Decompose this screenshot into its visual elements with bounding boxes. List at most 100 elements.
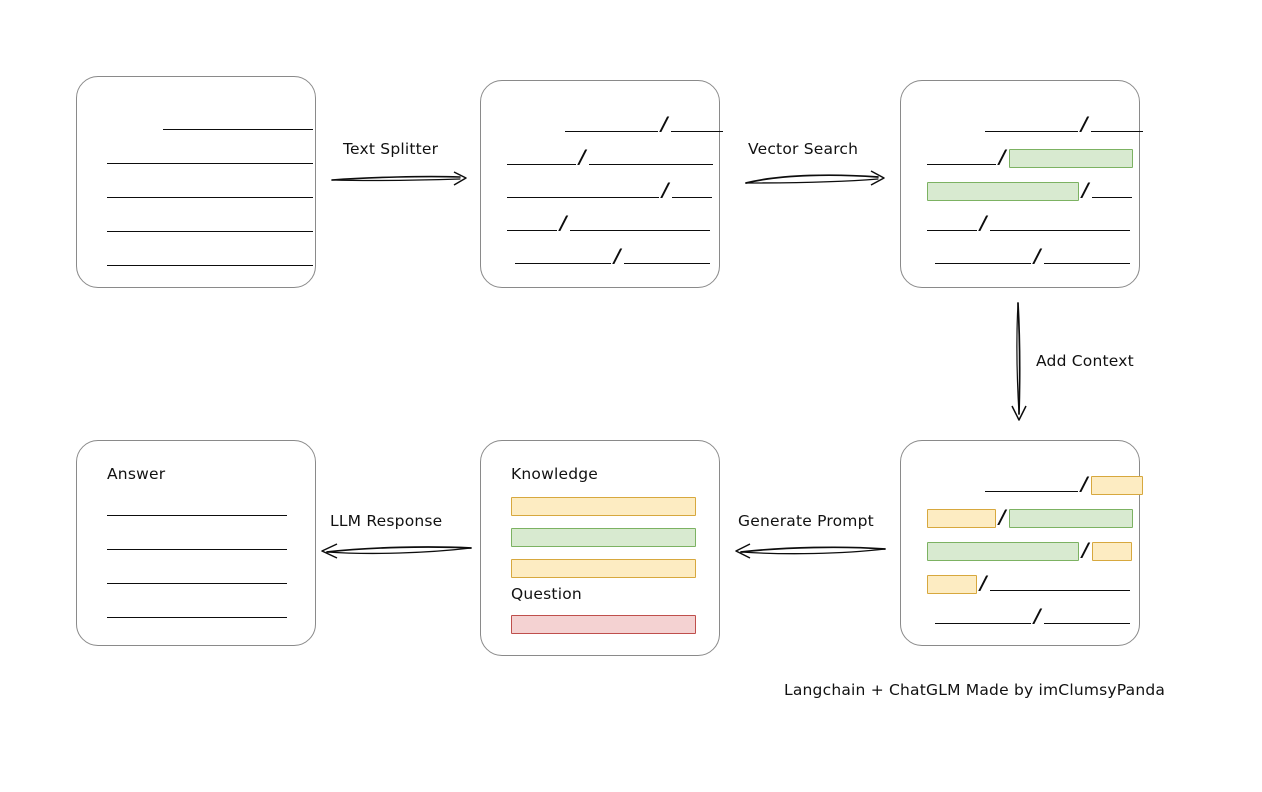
text-line-segment <box>1090 131 1143 132</box>
arrow-text-splitter-label: Text Splitter <box>343 140 439 158</box>
highlighted-chunk-yellow <box>927 508 996 528</box>
text-line-segment <box>507 164 576 165</box>
text-line-segment <box>107 163 313 164</box>
arrow-llm-response-label: LLM Response <box>330 512 443 530</box>
text-row: / <box>927 211 1130 234</box>
text-row: / <box>927 604 1130 627</box>
text-row: / <box>927 244 1130 267</box>
chunk-separator-slash: / <box>579 145 586 168</box>
arrow-llm-response: LLM Response <box>318 512 473 567</box>
text-line-segment <box>927 230 977 231</box>
chunk-separator-slash: / <box>999 145 1006 168</box>
footer-credit: Langchain + ChatGLM Made by imClumsyPand… <box>784 681 1166 699</box>
highlighted-chunk-green <box>1008 148 1133 168</box>
text-line-segment <box>1091 197 1132 198</box>
arrow-vector-search: Vector Search <box>744 140 889 195</box>
chunk-separator-slash: / <box>1034 604 1041 627</box>
arrow-generate-prompt: Generate Prompt <box>732 512 887 567</box>
text-row: / <box>927 178 1132 201</box>
text-line-segment <box>985 491 1078 492</box>
text-row <box>107 215 313 235</box>
text-line-segment <box>507 230 557 231</box>
chunk-separator-slash: / <box>1082 178 1089 201</box>
chunk-separator-slash: / <box>1081 472 1088 495</box>
text-row <box>107 601 287 621</box>
question-label: Question <box>511 585 582 603</box>
text-line-segment <box>588 164 713 165</box>
knowledge-bar-2 <box>511 528 696 547</box>
arrow-llm-response-shaft <box>321 543 472 559</box>
text-row <box>107 499 287 519</box>
text-row <box>107 147 313 167</box>
arrow-text-splitter-shaft <box>331 171 467 186</box>
highlighted-chunk-yellow <box>927 574 977 594</box>
arrow-add-context-label: Add Context <box>1036 352 1134 370</box>
arrow-generate-prompt-shaft <box>735 543 886 559</box>
highlighted-chunk-yellow <box>1091 541 1132 561</box>
highlighted-chunk-green <box>927 541 1079 561</box>
text-row: / <box>927 112 1143 135</box>
chunk-separator-slash: / <box>1081 112 1088 135</box>
text-line-segment <box>935 263 1031 264</box>
text-line-segment <box>989 590 1130 591</box>
text-line-segment <box>671 197 712 198</box>
knowledge-bar-1 <box>511 497 696 516</box>
chunk-separator-slash: / <box>560 211 567 234</box>
text-line-segment <box>569 230 710 231</box>
text-line-segment <box>927 164 996 165</box>
text-line-segment <box>623 263 710 264</box>
text-row: / <box>927 505 1133 528</box>
text-line-segment <box>507 197 659 198</box>
answer-rows <box>77 441 315 645</box>
chunk-separator-slash: / <box>980 211 987 234</box>
text-line-segment <box>1043 263 1130 264</box>
text-line-segment <box>107 515 287 516</box>
text-line-segment <box>935 623 1031 624</box>
chunk-separator-slash: / <box>662 178 669 201</box>
text-line-segment <box>107 197 313 198</box>
text-line-segment <box>163 129 313 130</box>
text-row: / <box>507 178 712 201</box>
answer-title: Answer <box>107 465 166 483</box>
text-line-segment <box>985 131 1078 132</box>
text-line-segment <box>515 263 611 264</box>
arrow-vector-search-label: Vector Search <box>748 140 859 158</box>
split-chunks-rows: / / / / / <box>481 81 723 287</box>
arrow-text-splitter: Text Splitter <box>330 140 470 195</box>
text-line-segment <box>107 231 313 232</box>
text-line-segment <box>1043 623 1130 624</box>
text-row: / <box>927 538 1132 561</box>
text-row: / <box>507 211 710 234</box>
arrow-add-context-shaft <box>1011 302 1027 421</box>
source-document-box <box>76 76 316 288</box>
split-chunks-box: / / / / / <box>480 80 723 288</box>
vector-results-box: / / / / / <box>900 80 1143 288</box>
context-added-box: / / / / / <box>900 440 1143 646</box>
text-line-segment <box>107 617 287 618</box>
chunk-separator-slash: / <box>999 505 1006 528</box>
chunk-separator-slash: / <box>1034 244 1041 267</box>
text-row <box>107 567 287 587</box>
chunk-separator-slash: / <box>1082 538 1089 561</box>
text-row: / <box>927 472 1143 495</box>
answer-box: Answer <box>76 440 316 646</box>
highlighted-chunk-green <box>927 181 1079 201</box>
text-row <box>107 181 313 201</box>
chunk-separator-slash: / <box>980 571 987 594</box>
chunk-separator-slash: / <box>661 112 668 135</box>
text-row <box>107 533 287 553</box>
generated-prompt-box: Knowledge Question <box>480 440 720 656</box>
text-row: / <box>927 145 1133 168</box>
text-line-segment <box>107 265 313 266</box>
text-row <box>107 113 313 133</box>
context-added-rows: / / / / / <box>901 441 1143 645</box>
text-row: / <box>507 112 723 135</box>
arrow-vector-search-shaft <box>745 170 885 186</box>
question-bar-1 <box>511 615 696 634</box>
arrow-add-context: Add Context <box>1000 300 1190 425</box>
text-line-segment <box>670 131 723 132</box>
knowledge-bar-3 <box>511 559 696 578</box>
text-line-segment <box>565 131 658 132</box>
chunk-separator-slash: / <box>614 244 621 267</box>
text-row <box>107 249 313 269</box>
